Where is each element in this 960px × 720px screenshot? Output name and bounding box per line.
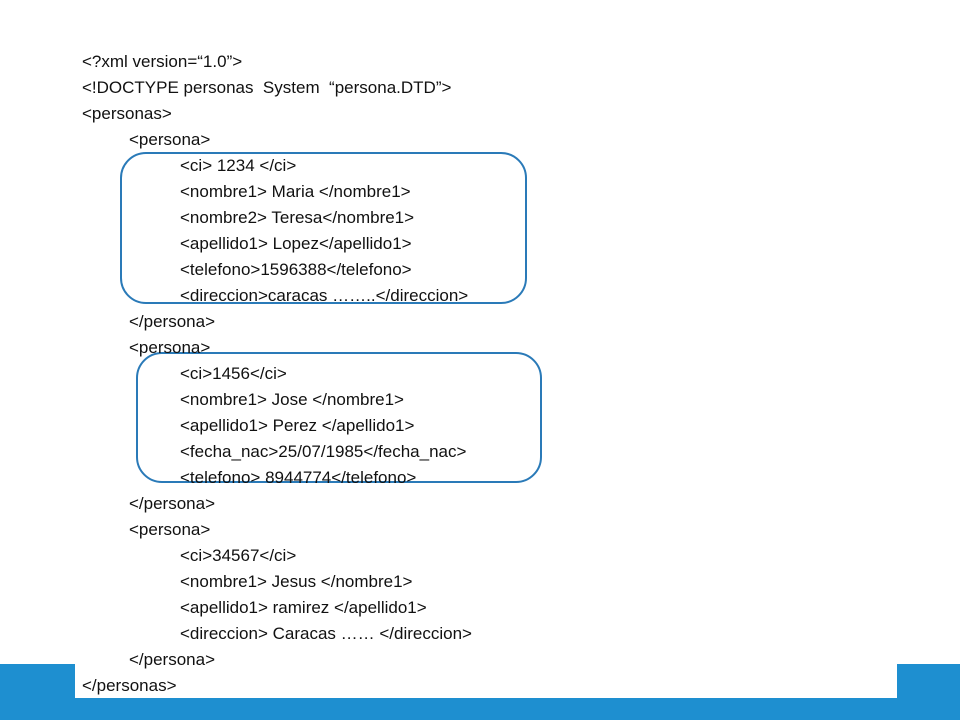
xml-declaration-line: <?xml version=“1.0”> <box>82 52 243 71</box>
apellido1-line: <apellido1> Lopez</apellido1> <box>180 234 412 253</box>
nombre2-line: <nombre2> Teresa</nombre1> <box>180 208 415 227</box>
persona-open-tag: <persona> <box>129 520 211 539</box>
highlight-box-persona-1 <box>120 152 527 304</box>
ci-line: <ci>34567</ci> <box>180 546 297 565</box>
direccion-line: <direccion> Caracas …… </direccion> <box>180 624 472 643</box>
apellido1-line: <apellido1> Perez </apellido1> <box>180 416 415 435</box>
personas-close-tag: </personas> <box>82 676 177 695</box>
persona-close-tag: </persona> <box>129 312 216 331</box>
telefono-line: <telefono> 8944774</telefono> <box>180 468 417 487</box>
personas-open-tag: <personas> <box>82 104 172 123</box>
persona-open-tag: <persona> <box>129 130 211 149</box>
highlight-box-persona-2 <box>136 352 542 483</box>
apellido1-line: <apellido1> ramirez </apellido1> <box>180 598 427 617</box>
ci-line: <ci> 1234 </ci> <box>180 156 297 175</box>
direccion-line: <direccion>caracas ……..</direccion> <box>180 286 469 305</box>
ci-line: <ci>1456</ci> <box>180 364 287 383</box>
persona-open-tag: <persona> <box>129 338 211 357</box>
fecha-nac-line: <fecha_nac>25/07/1985</fecha_nac> <box>180 442 467 461</box>
nombre1-line: <nombre1> Jose </nombre1> <box>180 390 404 409</box>
doctype-line: <!DOCTYPE personas System “persona.DTD”> <box>82 78 452 97</box>
nombre1-line: <nombre1> Maria </nombre1> <box>180 182 411 201</box>
telefono-line: <telefono>1596388</telefono> <box>180 260 412 279</box>
slide-panel <box>75 0 897 698</box>
persona-close-tag: </persona> <box>129 650 216 669</box>
persona-close-tag: </persona> <box>129 494 216 513</box>
nombre1-line: <nombre1> Jesus </nombre1> <box>180 572 413 591</box>
